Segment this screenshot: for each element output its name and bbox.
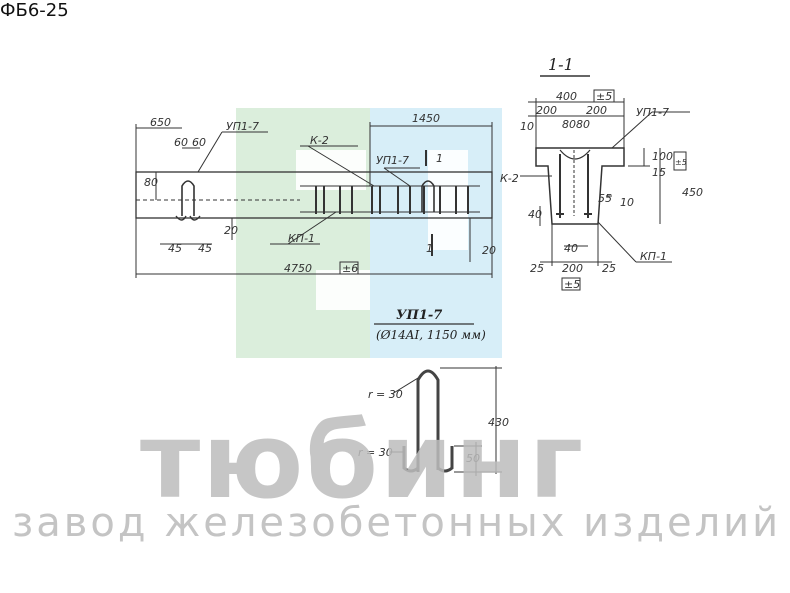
section-scale-box-bottom bbox=[561, 277, 581, 291]
dim-1450: 1450 bbox=[412, 112, 440, 125]
dim-10-a: 10 bbox=[520, 120, 534, 133]
watermark-tagline: завод железобетонных изделий bbox=[12, 500, 782, 546]
dim-200-a: 200 bbox=[536, 104, 557, 117]
dim-25-b: 25 bbox=[602, 262, 616, 275]
logo-white-cut-3 bbox=[316, 270, 370, 310]
logo-green-block bbox=[236, 108, 376, 358]
dim-200-c: 200 bbox=[562, 262, 583, 275]
section-mark-kp1: КП-1 bbox=[640, 250, 667, 263]
mark-k2: К-2 bbox=[310, 134, 329, 147]
dim-60-a: 60 bbox=[174, 136, 188, 149]
dim-10-b: 10 bbox=[620, 196, 634, 209]
detail-subtitle: (Ø14AI, 1150 мм) bbox=[376, 328, 486, 342]
dim-40-b: 40 bbox=[564, 242, 578, 255]
detail-radius-bottom: r = 30 bbox=[358, 446, 393, 459]
dim-80-a: 80 bbox=[562, 118, 576, 131]
detail-title: УП1-7 bbox=[396, 308, 443, 323]
watermark-brand: тюбинг bbox=[140, 400, 586, 522]
section-scale-text-bottom: ±5 bbox=[564, 278, 580, 291]
scale-box-6 bbox=[339, 261, 359, 275]
scale-box-6-text: ±6 bbox=[342, 262, 358, 275]
dim-80-b: 80 bbox=[576, 118, 590, 131]
dim-20-b: 20 bbox=[482, 244, 496, 257]
detail-up1-7 bbox=[374, 323, 502, 476]
section-mark-up1-7: УП1-7 bbox=[636, 106, 669, 119]
cut-mark-top: 1 bbox=[436, 152, 443, 165]
dim-80: 80 bbox=[144, 176, 158, 189]
dim-40-a: 40 bbox=[528, 208, 542, 221]
dim-60-b: 60 bbox=[192, 136, 206, 149]
mark-kp1: КП-1 bbox=[288, 232, 315, 245]
dim-100: 100 bbox=[652, 150, 673, 163]
detail-dim-50: 50 bbox=[466, 452, 480, 465]
logo-white-cut-1 bbox=[296, 150, 366, 190]
beam-side-view bbox=[135, 122, 493, 278]
dim-45-a: 45 bbox=[168, 242, 182, 255]
product-code: ФБ6-25 bbox=[0, 0, 69, 21]
dim-45-b: 45 bbox=[198, 242, 212, 255]
section-mark-k2: К-2 bbox=[500, 172, 519, 185]
cut-mark-bottom: 1 bbox=[426, 242, 433, 255]
dim-200-b: 200 bbox=[586, 104, 607, 117]
detail-radius-top: r = 30 bbox=[368, 388, 403, 401]
dim-4750: 4750 bbox=[284, 262, 312, 275]
dim-400: 400 bbox=[556, 90, 577, 103]
dim-450: 450 bbox=[682, 186, 703, 199]
section-scale-text: ±5 bbox=[596, 90, 612, 103]
section-title: 1-1 bbox=[548, 55, 574, 74]
mark-up1-7-mid: УП1-7 bbox=[376, 154, 409, 167]
section-scale-text-right: ±5 bbox=[675, 158, 687, 167]
dim-25-a: 25 bbox=[530, 262, 544, 275]
dim-20-a: 20 bbox=[224, 224, 238, 237]
dim-650: 650 bbox=[150, 116, 171, 129]
dim-55: 55 bbox=[598, 192, 612, 205]
section-scale-box-right bbox=[673, 151, 687, 171]
detail-dim-430: 430 bbox=[488, 416, 509, 429]
dim-15: 15 bbox=[652, 166, 666, 179]
section-scale-box bbox=[593, 89, 615, 103]
mark-up1-7-left: УП1-7 bbox=[226, 120, 259, 133]
